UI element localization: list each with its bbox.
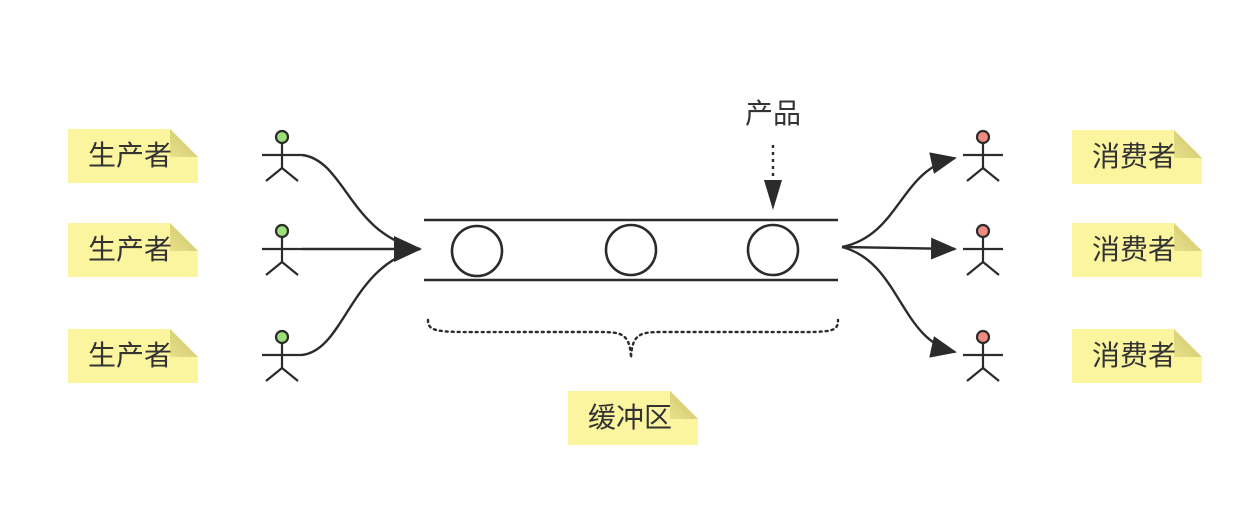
producer-actor-3 — [262, 329, 302, 382]
producer-label-1: 生产者 — [87, 139, 172, 172]
consumer-arrow-1 — [841, 152, 957, 249]
product-arrowhead — [764, 180, 782, 210]
buffer-slot-1 — [450, 224, 504, 278]
consumer-actor-2 — [963, 223, 1003, 276]
producer-label-2: 生产者 — [87, 233, 172, 266]
producer-arrow-1 — [301, 153, 421, 251]
producer-actor-2 — [262, 223, 302, 276]
buffer-slot-2 — [604, 223, 658, 277]
consumer-actor-3 — [963, 329, 1003, 382]
consumer-label-3: 消费者 — [1091, 339, 1176, 372]
product-label: 产品 — [744, 97, 801, 130]
producer-note-3: 生产者 — [68, 329, 198, 383]
producer-label-3: 生产者 — [87, 339, 172, 372]
buffer-label: 缓冲区 — [587, 401, 672, 434]
producer-arrow-3 — [301, 247, 421, 357]
consumer-label-1: 消费者 — [1091, 140, 1176, 173]
consumer-actor-1 — [963, 129, 1003, 182]
buffer-brace — [426, 318, 840, 359]
consumer-note-1: 消费者 — [1072, 130, 1202, 184]
consumer-note-2: 消费者 — [1072, 223, 1202, 277]
consumer-arrow-2 — [841, 237, 957, 260]
consumer-arrow-3 — [841, 245, 957, 358]
buffer-slot-3 — [746, 223, 800, 277]
producer-actor-1 — [262, 129, 302, 182]
producer-note-2: 生产者 — [68, 223, 198, 277]
consumer-label-2: 消费者 — [1091, 233, 1176, 266]
buffer-note: 缓冲区 — [568, 391, 698, 445]
